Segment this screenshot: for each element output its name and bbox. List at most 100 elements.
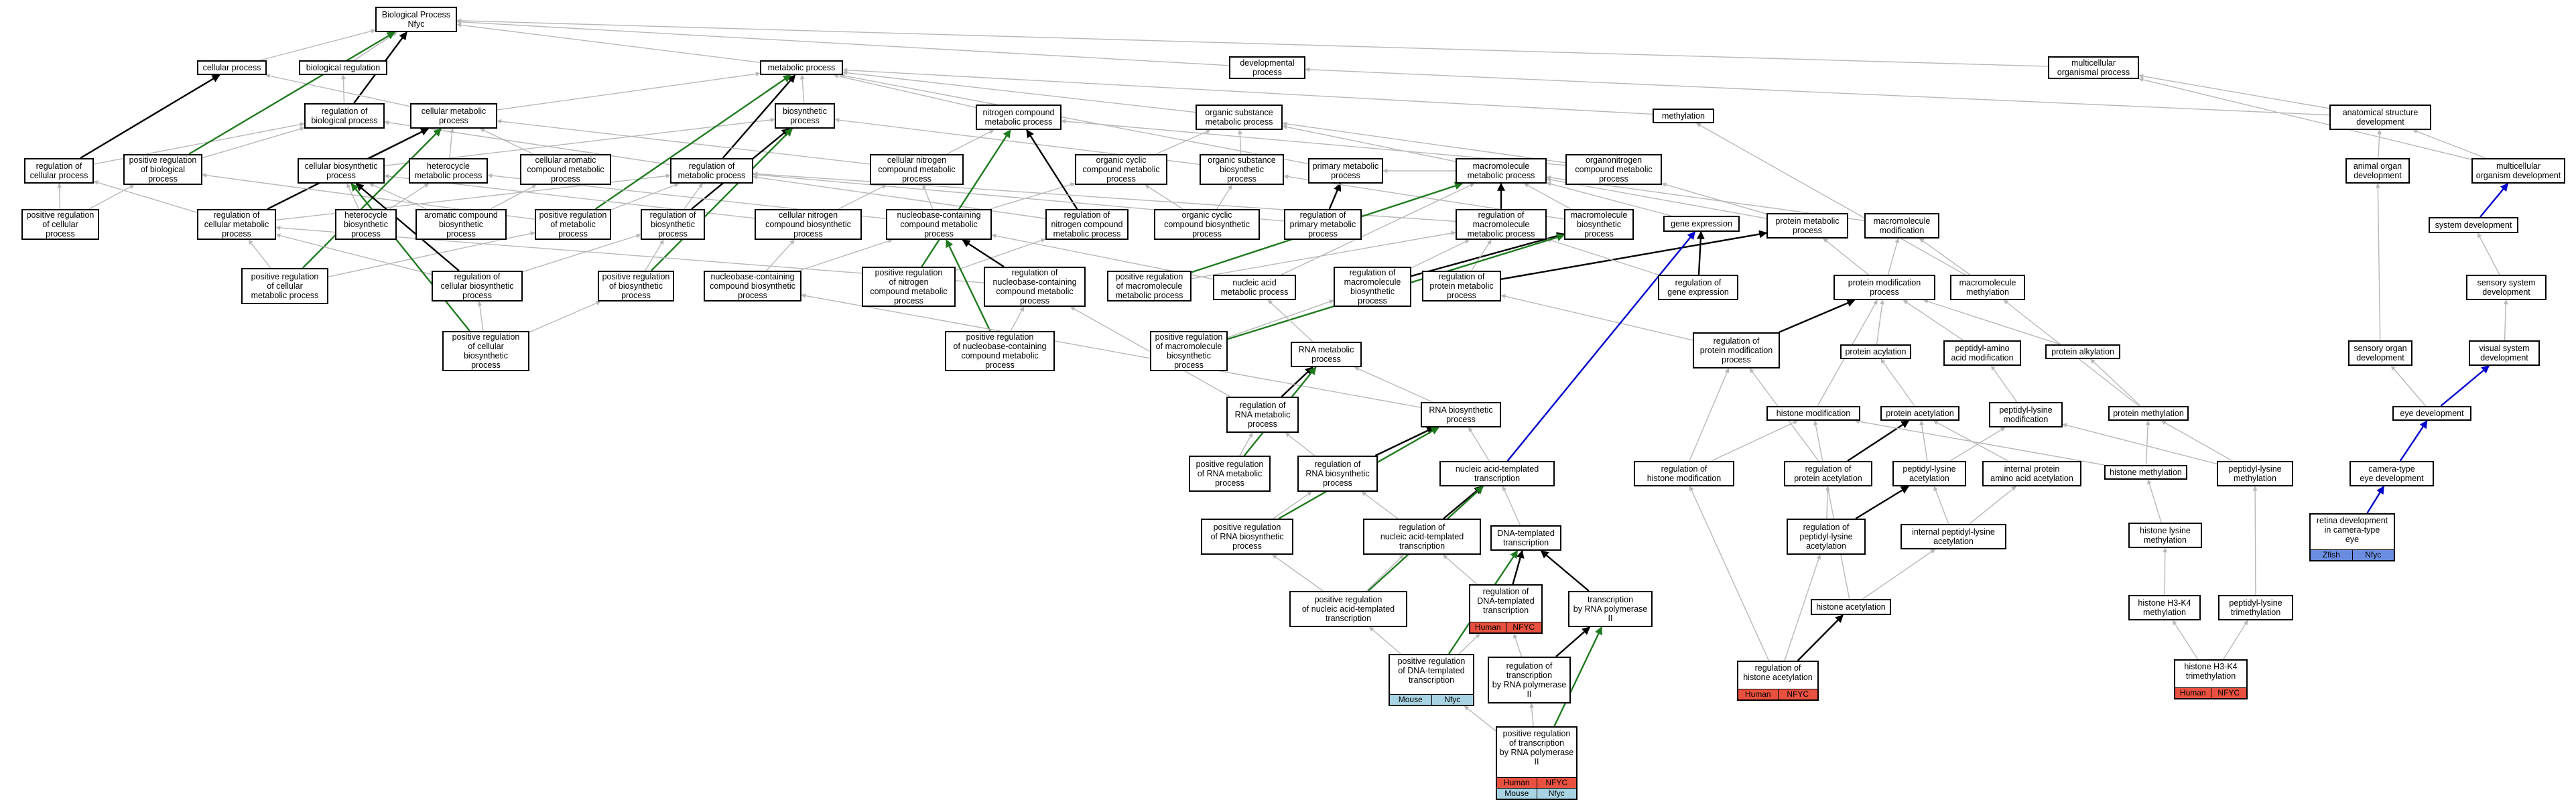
go-term-organic-cyclic-compound-biosynthetic-process[interactable]: organic cyclic compound biosynthetic pro… <box>1154 209 1260 240</box>
go-term-regulation-of-cellular-biosynthetic-process[interactable]: regulation of cellular biosynthetic proc… <box>432 271 523 301</box>
go-term-peptidyl-lysine-modification[interactable]: peptidyl-lysine modification <box>1989 402 2063 427</box>
go-term-protein-metabolic-process[interactable]: protein metabolic process <box>1766 213 1848 239</box>
go-term-cellular-nitrogen-compound-metabolic-process[interactable]: cellular nitrogen compound metabolic pro… <box>870 154 964 185</box>
go-term-cellular-process[interactable]: cellular process <box>197 60 267 75</box>
go-term-peptidyl-lysine-methylation[interactable]: peptidyl-lysine methylation <box>2217 461 2293 486</box>
go-term-positive-regulation-of-nucleobase-containing-compound-metabolic-process[interactable]: positive regulation of nucleobase-contai… <box>945 331 1055 371</box>
go-term-protein-methylation[interactable]: protein methylation <box>2108 406 2189 421</box>
go-term-positive-regulation-of-biological-process[interactable]: positive regulation of biological proces… <box>123 154 202 185</box>
go-term-regulation-of-primary-metabolic-process[interactable]: regulation of primary metabolic process <box>1284 209 1362 240</box>
go-term-biosynthetic-process[interactable]: biosynthetic process <box>775 103 835 129</box>
go-term-eye-development[interactable]: eye development <box>2392 406 2471 421</box>
go-term-protein-acylation[interactable]: protein acylation <box>1840 344 1911 359</box>
go-term-positive-regulation-of-metabolic-process[interactable]: positive regulation of metabolic process <box>535 209 611 240</box>
go-term-animal-organ-development[interactable]: animal organ development <box>2345 158 2410 184</box>
go-term-heterocycle-metabolic-process[interactable]: heterocycle metabolic process <box>409 158 488 184</box>
go-term-internal-protein-amino-acid-acetylation[interactable]: internal protein amino acid acetylation <box>1982 461 2081 486</box>
go-term-regulation-of-biosynthetic-process[interactable]: regulation of biosynthetic process <box>641 209 705 240</box>
go-term-positive-regulation-of-transcription-by-rna-polymerase-ii[interactable]: positive regulation of transcription by … <box>1496 726 1577 800</box>
go-term-histone-h3-k4-methylation[interactable]: histone H3-K4 methylation <box>2128 595 2201 620</box>
go-term-organonitrogen-compound-metabolic-process[interactable]: organonitrogen compound metabolic proces… <box>1565 154 1662 185</box>
go-term-cellular-biosynthetic-process[interactable]: cellular biosynthetic process <box>298 158 385 184</box>
go-term-cellular-metabolic-process[interactable]: cellular metabolic process <box>410 103 497 129</box>
go-term-multicellular-organism-development[interactable]: multicellular organism development <box>2471 158 2565 184</box>
go-term-heterocycle-biosynthetic-process[interactable]: heterocycle biosynthetic process <box>335 209 397 240</box>
go-term-regulation-of-gene-expression[interactable]: regulation of gene expression <box>1658 275 1738 300</box>
go-term-regulation-of-macromolecule-metabolic-process[interactable]: regulation of macromolecule metabolic pr… <box>1456 209 1547 240</box>
go-term-regulation-of-protein-modification-process[interactable]: regulation of protein modification proce… <box>1693 332 1780 368</box>
go-term-histone-modification[interactable]: histone modification <box>1766 406 1860 421</box>
go-term-organic-cyclic-compound-metabolic-process[interactable]: organic cyclic compound metabolic proces… <box>1075 154 1167 185</box>
go-term-macromolecule-metabolic-process[interactable]: macromolecule metabolic process <box>1456 158 1547 184</box>
go-term-regulation-of-dna-templated-transcription[interactable]: regulation of DNA-templated transcriptio… <box>1469 584 1543 634</box>
go-term-primary-metabolic-process[interactable]: primary metabolic process <box>1308 158 1383 184</box>
go-term-positive-regulation-of-rna-metabolic-process[interactable]: positive regulation of RNA metabolic pro… <box>1189 456 1271 492</box>
go-term-regulation-of-peptidyl-lysine-acetylation[interactable]: regulation of peptidyl-lysine acetylatio… <box>1787 519 1866 555</box>
go-term-protein-alkylation[interactable]: protein alkylation <box>2045 344 2120 359</box>
go-term-rna-metabolic-process[interactable]: RNA metabolic process <box>1291 342 1362 367</box>
go-term-positive-regulation-of-cellular-process[interactable]: positive regulation of cellular process <box>21 209 99 240</box>
go-term-cellular-nitrogen-compound-biosynthetic-process[interactable]: cellular nitrogen compound biosynthetic … <box>755 209 862 240</box>
go-term-peptidyl-lysine-trimethylation[interactable]: peptidyl-lysine trimethylation <box>2218 595 2293 620</box>
go-term-macromolecule-modification[interactable]: macromolecule modification <box>1864 213 1939 239</box>
go-term-regulation-of-metabolic-process[interactable]: regulation of metabolic process <box>670 158 753 184</box>
go-term-regulation-of-cellular-process[interactable]: regulation of cellular process <box>24 158 94 184</box>
go-term-metabolic-process[interactable]: metabolic process <box>760 60 843 75</box>
go-term-regulation-of-macromolecule-biosynthetic-process[interactable]: regulation of macromolecule biosynthetic… <box>1334 267 1411 307</box>
go-term-positive-regulation-of-rna-biosynthetic-process[interactable]: positive regulation of RNA biosynthetic … <box>1201 519 1293 555</box>
go-term-positive-regulation-of-nitrogen-compound-metabolic-process[interactable]: positive regulation of nitrogen compound… <box>862 267 956 307</box>
go-term-cellular-aromatic-compound-metabolic-process[interactable]: cellular aromatic compound metabolic pro… <box>520 154 611 185</box>
go-term-methylation[interactable]: methylation <box>1653 109 1714 123</box>
go-term-positive-regulation-of-macromolecule-metabolic-process[interactable]: positive regulation of macromolecule met… <box>1107 271 1192 301</box>
go-term-macromolecule-biosynthetic-process[interactable]: macromolecule biosynthetic process <box>1564 209 1634 240</box>
go-term-histone-acetylation[interactable]: histone acetylation <box>1811 599 1891 615</box>
go-term-regulation-of-histone-modification[interactable]: regulation of histone modification <box>1634 461 1734 486</box>
go-term-nucleic-acid-metabolic-process[interactable]: nucleic acid metabolic process <box>1213 275 1296 300</box>
go-term-nucleic-acid-templated-transcription[interactable]: nucleic acid-templated transcription <box>1439 461 1555 486</box>
go-term-visual-system-development[interactable]: visual system development <box>2469 340 2540 366</box>
go-term-peptidyl-lysine-acetylation[interactable]: peptidyl-lysine acetylation <box>1892 461 1966 486</box>
go-term-developmental-process[interactable]: developmental process <box>1229 56 1305 79</box>
go-term-nucleobase-containing-compound-metabolic-process[interactable]: nucleobase-containing compound metabolic… <box>886 209 992 240</box>
go-term-regulation-of-nucleic-acid-templated-transcription[interactable]: regulation of nucleic acid-templated tra… <box>1363 519 1481 555</box>
go-term-regulation-of-protein-metabolic-process[interactable]: regulation of protein metabolic process <box>1422 271 1501 301</box>
go-term-positive-regulation-of-nucleic-acid-templated-transcription[interactable]: positive regulation of nucleic acid-temp… <box>1289 591 1407 627</box>
go-term-regulation-of-transcription-by-rna-polymerase-ii[interactable]: regulation of transcription by RNA polym… <box>1488 657 1571 703</box>
go-term-organic-substance-metabolic-process[interactable]: organic substance metabolic process <box>1196 105 1283 130</box>
go-term-positive-regulation-of-cellular-biosynthetic-process[interactable]: positive regulation of cellular biosynth… <box>442 331 529 371</box>
go-term-protein-modification-process[interactable]: protein modification process <box>1833 275 1935 300</box>
go-term-biological-regulation[interactable]: biological regulation <box>299 60 387 75</box>
go-term-histone-lysine-methylation[interactable]: histone lysine methylation <box>2128 523 2202 548</box>
go-term-multicellular-organismal-process[interactable]: multicellular organismal process <box>2048 56 2139 79</box>
go-term-positive-regulation-of-cellular-metabolic-process[interactable]: positive regulation of cellular metaboli… <box>241 268 328 304</box>
go-term-positive-regulation-of-dna-templated-transcription[interactable]: positive regulation of DNA-templated tra… <box>1389 654 1474 706</box>
go-term-regulation-of-nucleobase-containing-compound-metabolic-process[interactable]: regulation of nucleobase-containing comp… <box>984 267 1086 307</box>
go-term-peptidyl-amino-acid-modification[interactable]: peptidyl-amino acid modification <box>1943 340 2021 366</box>
go-term-camera-type-eye-development[interactable]: camera-type eye development <box>2349 461 2434 486</box>
go-term-regulation-of-protein-acetylation[interactable]: regulation of protein acetylation <box>1784 461 1872 486</box>
go-term-regulation-of-rna-metabolic-process[interactable]: regulation of RNA metabolic process <box>1226 397 1299 433</box>
go-term-positive-regulation-of-macromolecule-biosynthetic-process[interactable]: positive regulation of macromolecule bio… <box>1150 331 1228 371</box>
go-term-gene-expression[interactable]: gene expression <box>1663 216 1740 232</box>
go-term-regulation-of-rna-biosynthetic-process[interactable]: regulation of RNA biosynthetic process <box>1297 456 1378 492</box>
go-term-histone-methylation[interactable]: histone methylation <box>2104 465 2187 480</box>
go-term-aromatic-compound-biosynthetic-process[interactable]: aromatic compound biosynthetic process <box>415 209 507 240</box>
go-term-sensory-organ-development[interactable]: sensory organ development <box>2348 340 2412 366</box>
go-term-system-development[interactable]: system development <box>2429 217 2518 233</box>
go-term-root[interactable]: Biological Process Nfyc <box>375 7 457 32</box>
go-term-nucleobase-containing-compound-biosynthetic-process[interactable]: nucleobase-containing compound biosynthe… <box>704 271 801 301</box>
go-term-organic-substance-biosynthetic-process[interactable]: organic substance biosynthetic process <box>1200 154 1284 185</box>
go-term-dna-templated-transcription[interactable]: DNA-templated transcription <box>1490 525 1561 551</box>
go-term-anatomical-structure-development[interactable]: anatomical structure development <box>2329 105 2431 130</box>
go-term-regulation-of-biological-process[interactable]: regulation of biological process <box>304 103 385 129</box>
go-term-regulation-of-cellular-metabolic-process[interactable]: regulation of cellular metabolic process <box>197 209 276 240</box>
go-term-transcription-by-rna-polymerase-ii[interactable]: transcription by RNA polymerase II <box>1568 591 1653 627</box>
go-term-positive-regulation-of-biosynthetic-process[interactable]: positive regulation of biosynthetic proc… <box>598 271 674 301</box>
go-term-sensory-system-development[interactable]: sensory system development <box>2466 275 2547 300</box>
go-term-protein-acetylation[interactable]: protein acetylation <box>1880 406 1959 421</box>
go-term-regulation-of-nitrogen-compound-metabolic-process[interactable]: regulation of nitrogen compound metaboli… <box>1045 209 1129 240</box>
go-term-nitrogen-compound-metabolic-process[interactable]: nitrogen compound metabolic process <box>976 105 1061 130</box>
